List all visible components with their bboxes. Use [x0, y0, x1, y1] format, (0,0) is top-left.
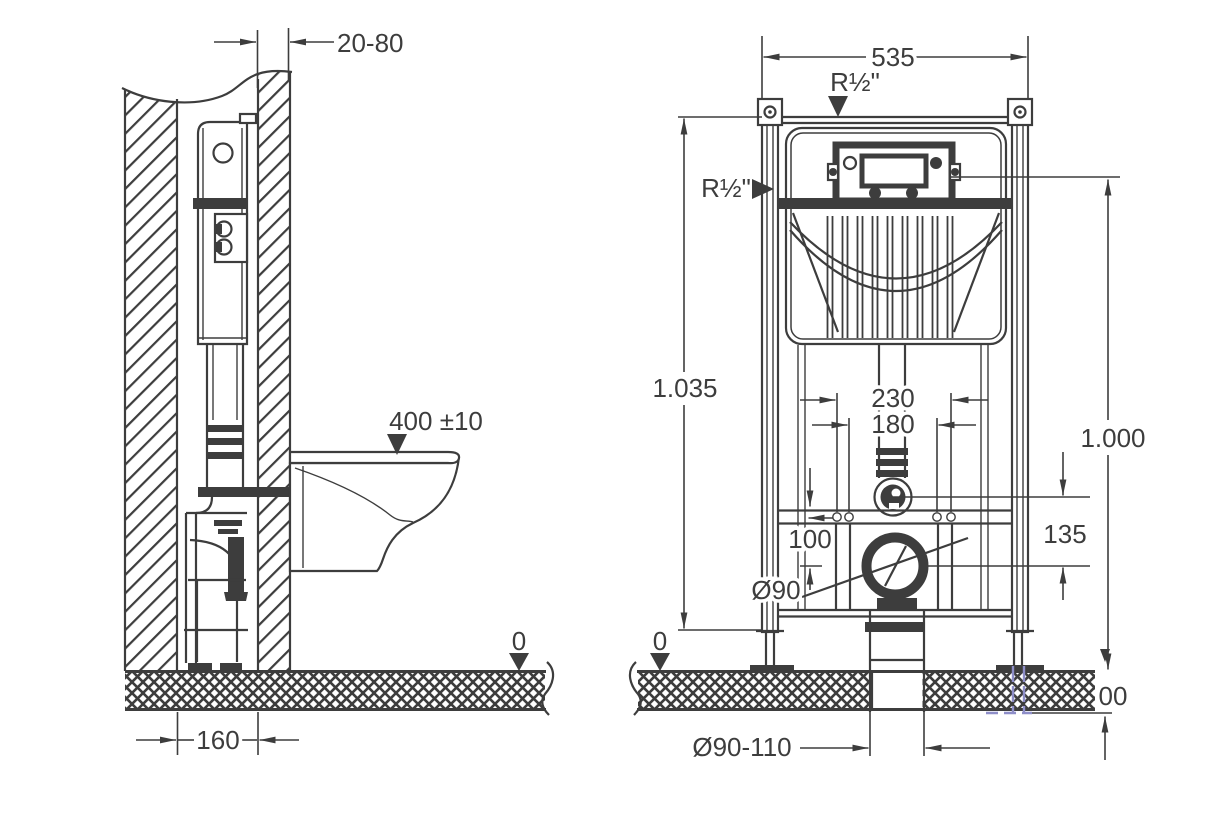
- dim-below-floor-label: 00: [1099, 681, 1128, 711]
- dim-fixing-outer-label: 230: [871, 383, 914, 413]
- dimension-frame-height: 1.035: [649, 116, 762, 631]
- drain-outlet: [800, 532, 1090, 712]
- mounting-bolt: [198, 487, 310, 497]
- dimension-drain-pipe: Ø90-110: [689, 712, 990, 766]
- dimension-rim-height: 400 ±10: [386, 403, 486, 455]
- dimension-drain-setout: 160: [136, 712, 299, 759]
- dimension-inlet-height: 1.000: [1077, 179, 1149, 670]
- dim-drain-setout-label: 160: [196, 725, 239, 755]
- flush-pipe-front: [873, 344, 1090, 517]
- datum-front-label: 0: [653, 626, 667, 656]
- foot-extension-hidden: [986, 666, 1032, 715]
- dim-frame-width-label: 535: [871, 42, 914, 72]
- dim-drain-pipe-label: Ø90-110: [692, 732, 791, 762]
- water-inlet-side-label: R½": [701, 173, 751, 203]
- water-inlet-top-label: R½": [830, 67, 880, 97]
- drain-bend-side: [184, 496, 248, 671]
- dim-rim-height-label: 400 ±10: [389, 406, 483, 436]
- dim-inlet-height-label: 1.000: [1080, 423, 1145, 453]
- dimension-below-floor: 00: [1032, 649, 1131, 760]
- dim-wall-finish-label: 20-80: [337, 28, 404, 58]
- dim-outlet-diameter-label: Ø90: [751, 575, 800, 605]
- wall-section: [120, 20, 293, 671]
- toilet-bowl: [288, 450, 461, 573]
- label-water-inlet-side: R½": [698, 170, 1120, 207]
- dimension-fixing-inner: 180: [812, 406, 976, 512]
- side-view: 20-80 400 ±10 0 160: [120, 20, 555, 759]
- dimension-frame-width: 535: [761, 36, 1029, 99]
- dim-connection-offset-label: 135: [1043, 519, 1086, 549]
- floor-side: [125, 661, 555, 716]
- datum-front: 0: [649, 623, 671, 671]
- dimension-wall-finish: 20-80: [214, 25, 407, 88]
- fixing-bar: [779, 509, 1011, 610]
- cistern-side: [193, 112, 258, 346]
- datum-side-label: 0: [512, 626, 526, 656]
- floor-front: [628, 661, 1095, 716]
- flush-plate-opening: [826, 141, 962, 205]
- front-view: 535 R½" R½" 1.035 0 230: [628, 36, 1149, 766]
- dim-fixing-inner-label: 180: [871, 409, 914, 439]
- label-water-inlet-top: R½": [827, 64, 883, 117]
- dimension-outlet-drop: 100: [785, 468, 835, 590]
- frame: [750, 97, 1044, 673]
- dim-outlet-drop-label: 100: [788, 524, 831, 554]
- datum-side: 0: [508, 623, 530, 671]
- dimension-fixing-outer: 230: [800, 380, 988, 512]
- dimension-connection-offset: 135: [1040, 452, 1090, 600]
- dim-frame-height-label: 1.035: [652, 373, 717, 403]
- flush-pipe-side: [205, 344, 245, 487]
